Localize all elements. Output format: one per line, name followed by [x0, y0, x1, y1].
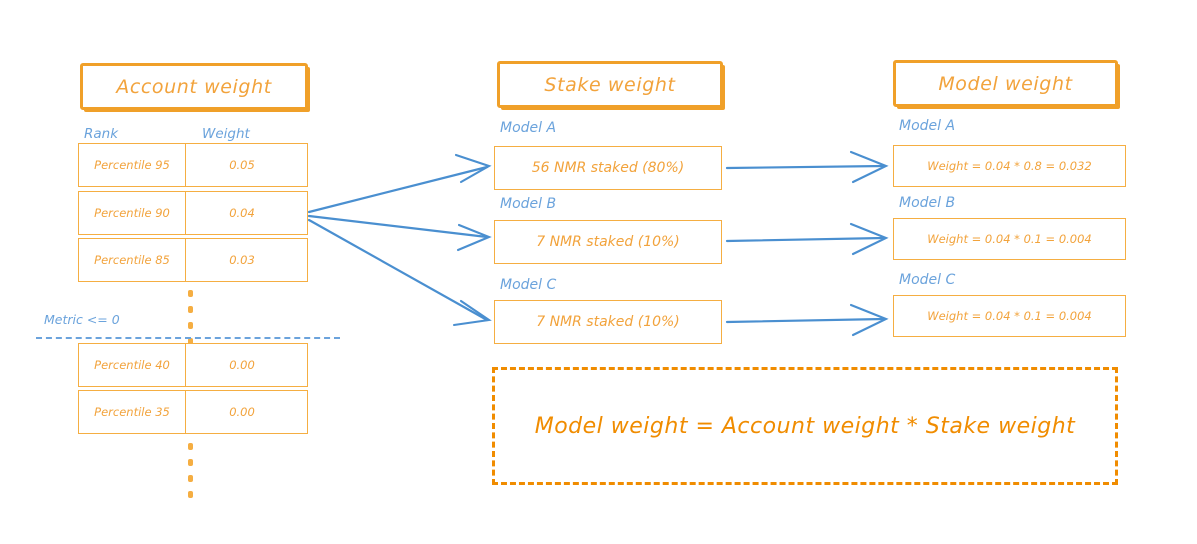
- formula-callout: Model weight = Account weight * Stake we…: [492, 367, 1118, 485]
- ellipsis-dots-upper: [188, 290, 193, 345]
- stake-model-label: Model C: [500, 277, 557, 293]
- cell-weight: 0.05: [229, 158, 255, 172]
- table-row[interactable]: Percentile 40 0.00: [78, 343, 308, 387]
- title-box-account-weight: Account weight: [80, 63, 308, 110]
- cell-weight: 0.00: [229, 405, 255, 419]
- stake-value-text: 56 NMR staked (80%): [531, 160, 685, 176]
- model-weight-box[interactable]: Weight = 0.04 * 0.1 = 0.004: [893, 218, 1126, 260]
- model-weight-box[interactable]: Weight = 0.04 * 0.1 = 0.004: [893, 295, 1126, 337]
- cell-weight: 0.04: [229, 206, 255, 220]
- stake-value-text: 7 NMR staked (10%): [536, 314, 680, 330]
- title-label: Stake weight: [544, 73, 676, 96]
- stake-value-box[interactable]: 56 NMR staked (80%): [494, 146, 722, 190]
- cell-rank: Percentile 95: [79, 144, 186, 186]
- model-weight-text: Weight = 0.04 * 0.1 = 0.004: [927, 232, 1092, 246]
- table-row[interactable]: Percentile 35 0.00: [78, 390, 308, 434]
- table-row[interactable]: Percentile 95 0.05: [78, 143, 308, 187]
- cell-weight: 0.00: [229, 358, 255, 372]
- formula-text: Model weight = Account weight * Stake we…: [534, 413, 1076, 439]
- model-weight-text: Weight = 0.04 * 0.1 = 0.004: [927, 309, 1092, 323]
- cell-rank: Percentile 85: [79, 239, 186, 281]
- metric-cutoff-label: Metric <= 0: [44, 312, 120, 327]
- metric-cutoff-line: [36, 337, 340, 339]
- cell-rank: Percentile 40: [79, 344, 186, 386]
- stake-value-text: 7 NMR staked (10%): [536, 234, 680, 250]
- model-weight-label: Model B: [899, 195, 956, 211]
- cell-rank: Percentile 90: [79, 192, 186, 234]
- model-weight-label: Model C: [899, 272, 956, 288]
- title-label: Model weight: [938, 72, 1073, 95]
- stake-model-label: Model A: [500, 120, 557, 136]
- cell-rank: Percentile 35: [79, 391, 186, 433]
- title-box-stake-weight: Stake weight: [497, 61, 723, 108]
- stake-value-box[interactable]: 7 NMR staked (10%): [494, 300, 722, 344]
- stake-value-box[interactable]: 7 NMR staked (10%): [494, 220, 722, 264]
- table-row[interactable]: Percentile 90 0.04: [78, 191, 308, 235]
- model-weight-text: Weight = 0.04 * 0.8 = 0.032: [927, 159, 1092, 173]
- title-label: Account weight: [116, 75, 272, 98]
- table-row[interactable]: Percentile 85 0.03: [78, 238, 308, 282]
- column-header-rank: Rank: [84, 126, 119, 142]
- model-weight-box[interactable]: Weight = 0.04 * 0.8 = 0.032: [893, 145, 1126, 187]
- cell-weight: 0.03: [229, 253, 255, 267]
- stake-model-label: Model B: [500, 196, 557, 212]
- model-weight-label: Model A: [899, 118, 956, 134]
- ellipsis-dots-lower: [188, 443, 193, 498]
- column-header-weight: Weight: [202, 126, 250, 142]
- title-box-model-weight: Model weight: [893, 60, 1118, 107]
